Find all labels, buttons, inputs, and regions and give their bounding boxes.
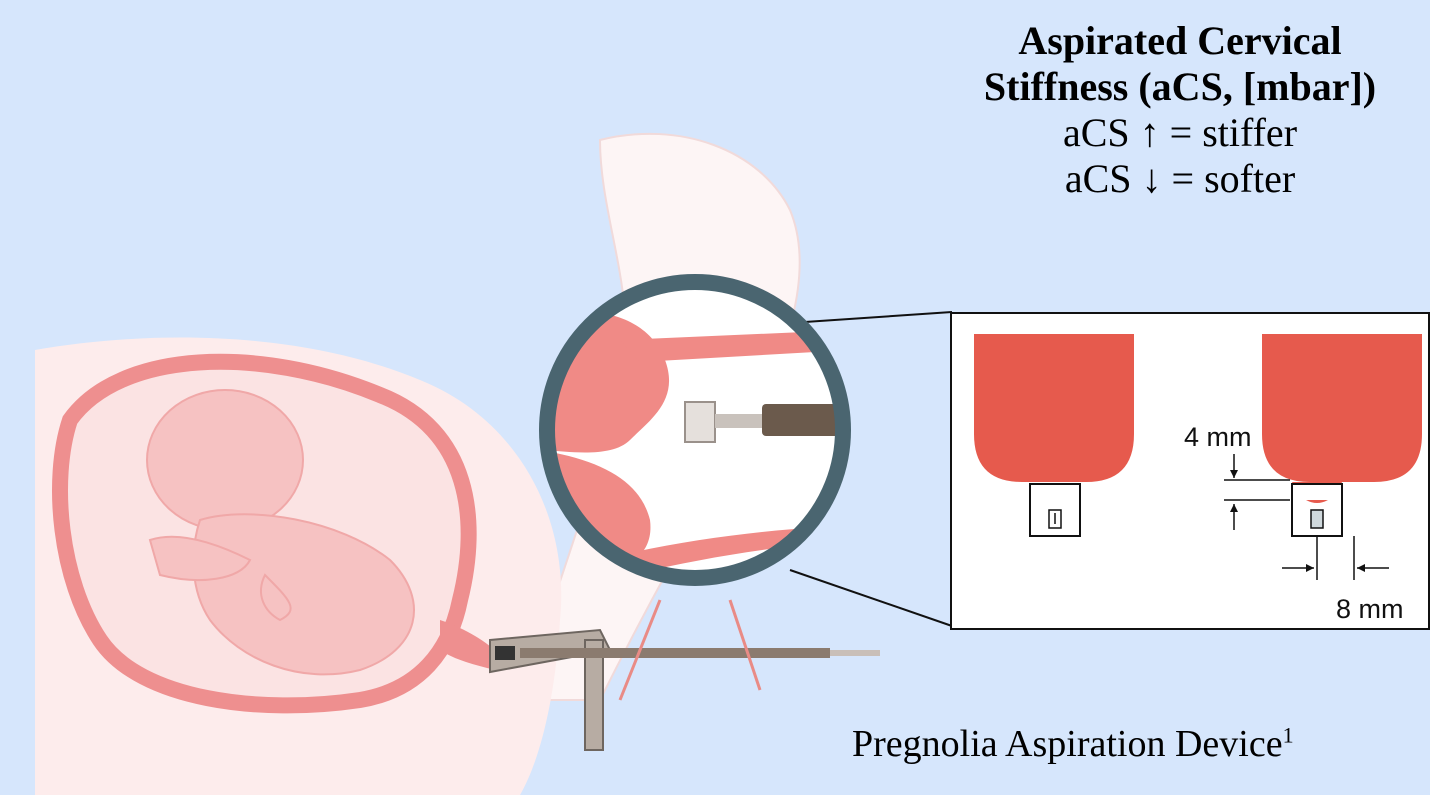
caption-superscript: 1	[1283, 722, 1294, 747]
tissue-before	[974, 334, 1134, 482]
softer-legend: aCS ↓ = softer	[930, 156, 1430, 202]
magnifier-loupe	[540, 282, 850, 580]
aspiration-inset: 4 mm 8 mm	[950, 312, 1430, 630]
caption-text: Pregnolia Aspiration Device	[852, 723, 1283, 765]
stand-leg-right	[730, 600, 760, 690]
gap-label: 4 mm	[1184, 422, 1252, 452]
device-caption: Pregnolia Aspiration Device1	[852, 722, 1294, 766]
title-block: Aspirated Cervical Stiffness (aCS, [mbar…	[930, 18, 1430, 202]
inset-diagram: 4 mm 8 mm	[952, 314, 1428, 628]
title-line-1: Aspirated Cervical	[930, 18, 1430, 64]
width-label: 8 mm	[1336, 594, 1404, 624]
stiffer-legend: aCS ↑ = stiffer	[930, 110, 1430, 156]
leader-line-top	[790, 312, 952, 323]
tissue-after	[1262, 334, 1422, 500]
title-line-2: Stiffness (aCS, [mbar])	[930, 64, 1430, 110]
leader-line-bottom	[790, 570, 952, 626]
